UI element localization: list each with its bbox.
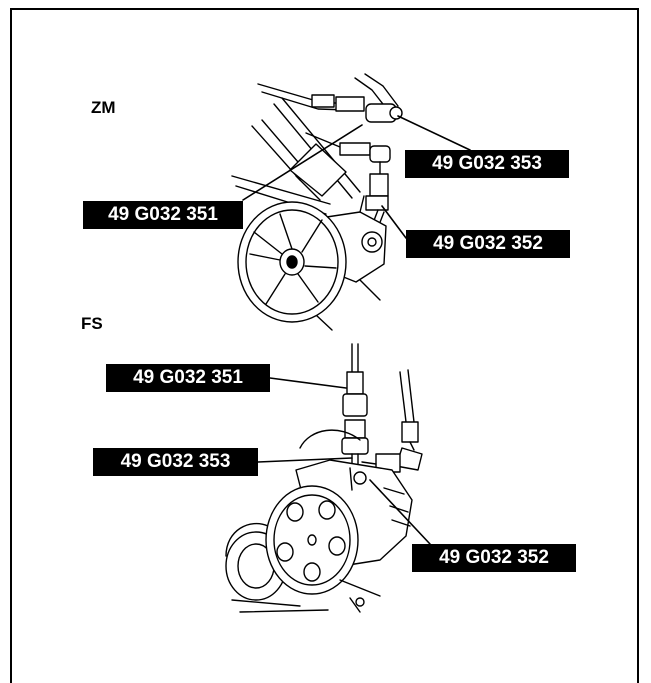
callout-zm-352: 49 G032 352 [406,230,570,258]
zm-power-steering-pump-illustration [231,73,403,331]
leader-line [397,115,471,151]
callout-zm-351: 49 G032 351 [83,201,243,229]
section-label-zm: ZM [91,98,116,117]
callout-fs-351: 49 G032 351 [106,364,270,392]
leader-line [369,479,431,545]
leader-line [269,377,347,389]
fs-power-steering-pump-illustration [225,343,423,613]
callout-fs-353: 49 G032 353 [93,448,258,476]
section-label-fs: FS [81,314,103,333]
leader-line [257,457,353,463]
leader-line [242,124,363,201]
callout-zm-353: 49 G032 353 [405,150,569,178]
diagram-frame [10,8,639,683]
callout-fs-352: 49 G032 352 [412,544,576,572]
leader-line [381,205,407,239]
